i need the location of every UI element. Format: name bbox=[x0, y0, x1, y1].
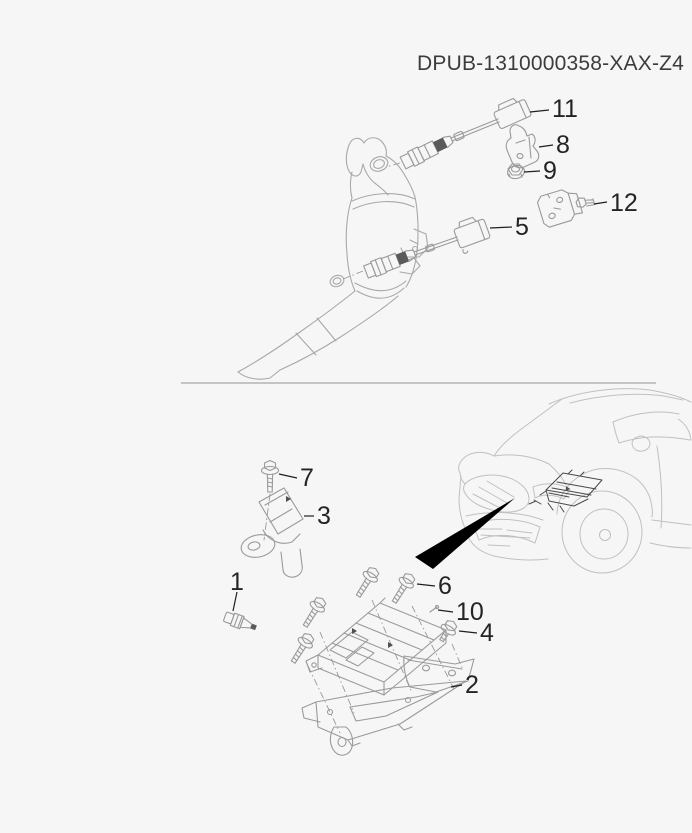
vehicle-outline-drawing bbox=[458, 388, 692, 574]
leader-8 bbox=[538, 144, 554, 148]
leader-9 bbox=[523, 170, 541, 173]
leader-1 bbox=[232, 591, 238, 612]
camshaft-position-sensor-drawing[interactable] bbox=[239, 487, 304, 578]
camshaft-sensor-bolt-drawing[interactable] bbox=[260, 459, 280, 541]
leader-5 bbox=[489, 226, 513, 229]
callout-5[interactable]: 5 bbox=[515, 213, 529, 241]
flange-nut-drawing[interactable] bbox=[506, 163, 525, 180]
leader-6 bbox=[416, 583, 436, 587]
ecu-bracket-drawing[interactable] bbox=[301, 655, 475, 756]
document-code: DPUB-1310000358-XAX-Z4 bbox=[417, 52, 685, 75]
location-arrow bbox=[415, 498, 515, 569]
callout-7[interactable]: 7 bbox=[300, 464, 314, 492]
callout-11[interactable]: 11 bbox=[552, 95, 578, 123]
callout-3[interactable]: 3 bbox=[317, 502, 331, 530]
leader-7 bbox=[278, 473, 298, 479]
callout-1[interactable]: 1 bbox=[230, 568, 244, 596]
bolt-alignment-lines bbox=[307, 599, 464, 734]
ecu-mounting-bolts-drawing[interactable] bbox=[286, 564, 418, 666]
leader-4 bbox=[458, 630, 478, 634]
leader-11 bbox=[529, 109, 550, 113]
oxygen-sensor-upstream-drawing[interactable] bbox=[385, 94, 532, 170]
leader-12 bbox=[593, 201, 608, 205]
callout-8[interactable]: 8 bbox=[556, 131, 570, 159]
leader-10 bbox=[437, 609, 454, 613]
leader-2 bbox=[450, 684, 463, 688]
oxygen-sensor-downstream-drawing[interactable] bbox=[342, 214, 493, 280]
callout-6[interactable]: 6 bbox=[438, 572, 452, 600]
leader-lines bbox=[232, 109, 608, 688]
callout-9[interactable]: 9 bbox=[543, 157, 557, 185]
callout-10[interactable]: 10 bbox=[456, 598, 484, 626]
sensor-bracket-drawing[interactable] bbox=[505, 124, 540, 169]
callout-4[interactable]: 4 bbox=[480, 619, 494, 647]
callout-2[interactable]: 2 bbox=[465, 671, 479, 699]
mounting-bracket-drawing[interactable] bbox=[536, 186, 596, 228]
bracket-screw-drawing[interactable] bbox=[435, 617, 460, 645]
callout-12[interactable]: 12 bbox=[610, 189, 638, 217]
ecu-location-highlight-drawing bbox=[528, 469, 603, 513]
ecu-drawing[interactable] bbox=[305, 597, 447, 696]
temperature-sensor-drawing[interactable] bbox=[223, 610, 258, 634]
